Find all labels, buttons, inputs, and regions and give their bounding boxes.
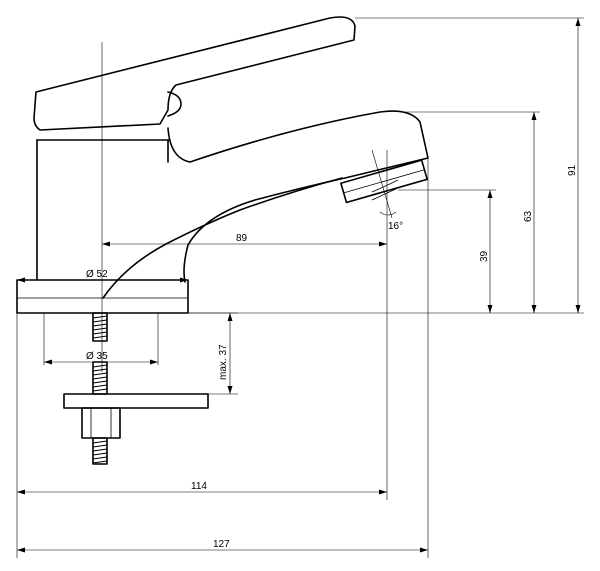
mounting-nut: [81, 407, 121, 439]
dimension-labels: 89 Ø 52 Ø 35 max. 37 114 127 91 63 39 16…: [86, 164, 578, 550]
washer-plate: [63, 393, 209, 409]
lever-handle: [33, 16, 356, 131]
faucet-column: [36, 139, 169, 281]
label-spout-top-height: 63: [523, 210, 534, 222]
label-total-height: 91: [567, 164, 578, 176]
aerator-ring: [371, 179, 399, 201]
label-overall-length: 127: [213, 539, 230, 550]
label-base-diameter: Ø 52: [86, 269, 108, 280]
label-angle: 16°: [388, 221, 403, 232]
label-outlet-height: 39: [479, 250, 490, 262]
label-hole-diameter: Ø 35: [86, 351, 108, 362]
dimension-lines: [17, 18, 581, 553]
label-reach-114: 114: [191, 481, 207, 492]
spout-upper: [167, 110, 429, 283]
lever-pivot: [167, 91, 182, 117]
aerator: [340, 159, 428, 204]
faucet-body: [16, 16, 429, 314]
thread-hatching: [92, 364, 108, 392]
extension-lines: [16, 17, 584, 558]
base-plate: [16, 279, 189, 314]
mounting-hardware: [63, 312, 209, 465]
threaded-rod-upper: [92, 312, 108, 342]
spout-lower: [102, 177, 343, 299]
thread-hatching: [92, 315, 108, 339]
angle-ref-line: [371, 149, 393, 219]
label-spout-reach: 89: [236, 233, 248, 244]
label-max-thickness: max. 37: [218, 344, 229, 380]
angle-arc: [379, 211, 397, 216]
thread-hatching: [92, 440, 108, 464]
